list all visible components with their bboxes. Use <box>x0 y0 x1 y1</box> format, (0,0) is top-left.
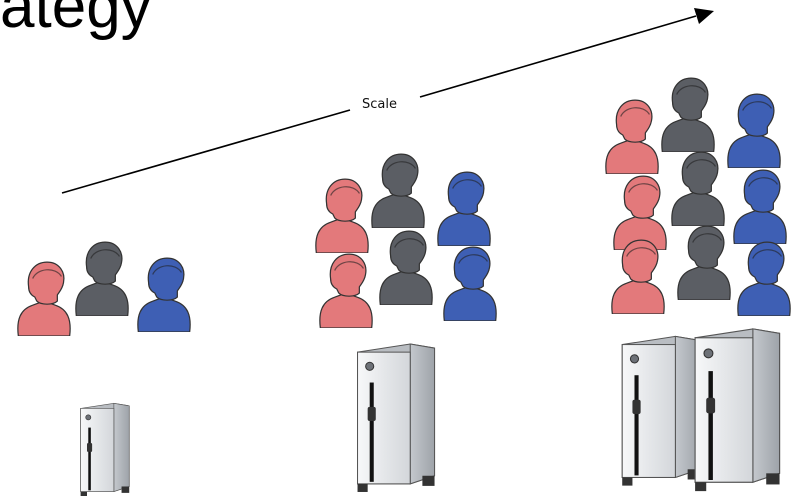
user-icon-blue <box>437 171 491 246</box>
user-icon-red <box>613 175 667 250</box>
server-icon <box>80 402 130 496</box>
user-icon-blue <box>137 257 191 332</box>
user-icon-gray <box>661 77 715 152</box>
user-icon-blue <box>737 241 791 316</box>
user-icon-gray <box>677 225 731 300</box>
user-icon-red <box>319 253 373 328</box>
group-medium-users <box>315 153 497 328</box>
scale-arrow: Scale <box>61 8 714 194</box>
user-icon-gray <box>379 230 433 305</box>
arrow-line-right <box>419 15 697 98</box>
user-icon-blue <box>443 246 497 321</box>
server-icon <box>621 335 701 487</box>
group-small-users <box>17 241 191 336</box>
user-icon-gray <box>75 241 129 316</box>
user-icon-red <box>17 261 71 336</box>
arrow-head-icon <box>694 8 714 24</box>
server-icon <box>694 328 781 492</box>
user-icon-gray <box>671 151 725 226</box>
user-icon-red <box>611 239 665 314</box>
user-icon-blue <box>733 169 787 244</box>
user-icon-gray <box>371 153 425 228</box>
group-medium-servers <box>356 343 436 493</box>
user-icon-red <box>315 178 369 253</box>
group-large-users <box>605 77 791 316</box>
scale-label: Scale <box>362 97 397 112</box>
slide-title: ategy <box>0 0 152 41</box>
arrow-line-left <box>61 109 351 194</box>
group-large-servers <box>621 328 781 492</box>
group-small-servers <box>80 402 130 496</box>
user-icon-blue <box>727 93 781 168</box>
server-icon <box>356 343 436 493</box>
user-icon-red <box>605 99 659 174</box>
